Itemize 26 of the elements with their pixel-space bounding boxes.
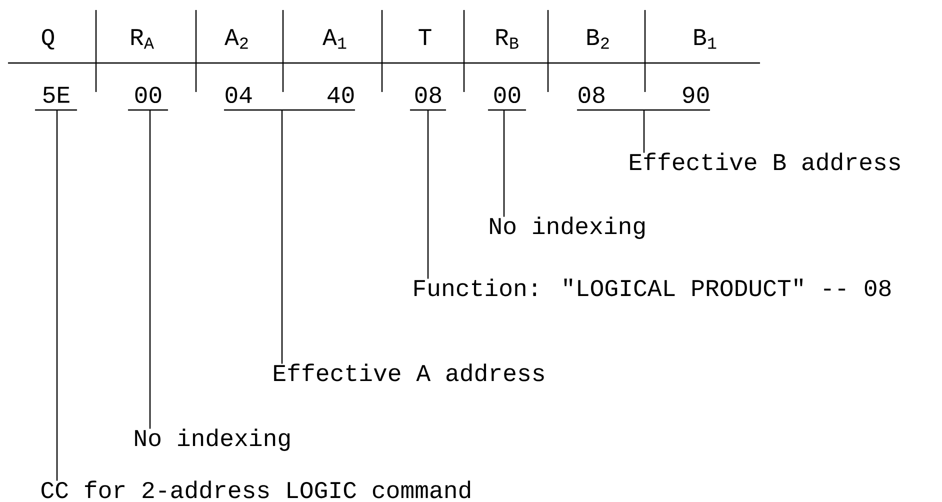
annotation-text: Effective A address [274,364,544,382]
leader-line [643,110,645,153]
column-header: T [418,29,432,45]
leader-line [149,110,151,429]
annotation-text: No indexing [135,428,290,451]
underlined-value: 08 90 [577,86,710,111]
column-header: B$_{1}$ [694,29,716,49]
underlined-value: 08 [410,86,446,111]
column-header: R$_{B}$ [496,29,518,49]
leader-line [281,110,283,364]
column-header: Q [42,28,54,50]
column-header: A$_{1}$ [322,29,346,49]
annotation-text: Function: "LOGICAL PRODUCT" -- 08 [414,278,891,296]
leader-line [503,110,505,217]
column-header: B$_{2}$ [587,29,609,49]
leader-line [427,110,429,279]
column-header: R$_{A}$ [131,29,154,49]
underlined-value: 00 [128,86,168,111]
underlined-value: 04 40 [224,86,355,111]
annotation-text: No indexing [490,216,645,239]
annotation-text: CC for 2-address LOGIC command [42,480,470,498]
column-header: A$_{2}$ [224,29,248,49]
leader-line [56,110,58,481]
underlined-value: 5E [35,86,77,111]
annotation-text: Effective B address [630,152,900,170]
underlined-value: 00 [488,86,526,111]
